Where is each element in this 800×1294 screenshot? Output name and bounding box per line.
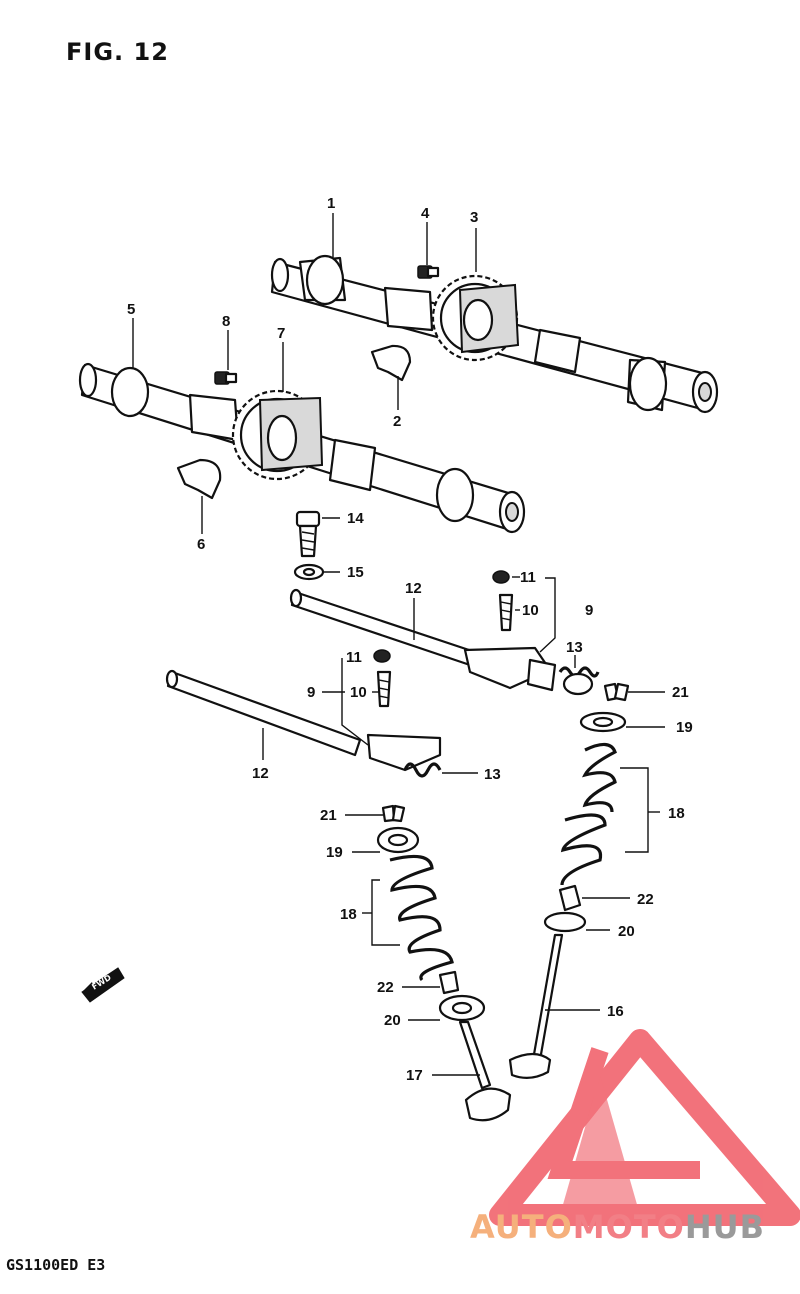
- callout-5: 5: [127, 301, 135, 318]
- figure-title: FIG. 12: [66, 38, 169, 66]
- rocker-shaft-upper: [289, 588, 557, 692]
- spring-13a: [558, 666, 600, 696]
- callout-20-lower: 20: [384, 1012, 401, 1029]
- valve-seal-22b: [438, 970, 460, 995]
- callout-7: 7: [277, 325, 285, 342]
- watermark-moto: MOTO: [572, 1208, 685, 1246]
- callout-12-lower: 12: [252, 765, 269, 782]
- callout-21-lower: 21: [320, 807, 337, 824]
- callout-9-upper: 9: [585, 602, 593, 619]
- callout-12-upper: 12: [405, 580, 422, 597]
- valve-springs-18a: [560, 742, 617, 886]
- callout-22-upper: 22: [637, 891, 654, 908]
- rocker-shaft-lower: [165, 669, 442, 772]
- callout-labels: 1 4 3 2 5 8 7 6 14 15 12 11 10 9 13 21 1…: [127, 195, 693, 1084]
- valve-springs-18b: [389, 854, 454, 982]
- callout-18-lower: 18: [340, 906, 357, 923]
- valve-spring-retainer-19b: [376, 826, 420, 854]
- callout-3: 3: [470, 209, 478, 226]
- watermark-wordmark: AUTOMOTOHUB: [470, 1208, 765, 1246]
- watermark-hub: HUB: [684, 1208, 766, 1246]
- callout-14: 14: [347, 510, 364, 527]
- callout-19-lower: 19: [326, 844, 343, 861]
- bolt-4: [417, 265, 440, 279]
- watermark-auto: AUTO: [470, 1208, 573, 1246]
- cotter-21a: [603, 682, 630, 702]
- callout-11-upper: 11: [520, 569, 536, 586]
- spring-13b: [403, 762, 442, 778]
- callout-9-lower: 9: [307, 684, 315, 701]
- callout-18-upper: 18: [668, 805, 685, 822]
- valve-seal-22a: [558, 884, 582, 912]
- callout-13-upper: 13: [566, 639, 583, 656]
- bolt-8: [214, 371, 238, 385]
- callout-1: 1: [327, 195, 335, 212]
- callout-6: 6: [197, 536, 205, 553]
- valve-16: [508, 933, 564, 1079]
- callout-2: 2: [393, 413, 401, 430]
- callout-8: 8: [222, 313, 230, 330]
- callout-10-upper: 10: [522, 602, 539, 619]
- callout-22-lower: 22: [377, 979, 394, 996]
- valve-spring-retainer-19a: [579, 711, 627, 733]
- callout-11-lower: 11: [346, 649, 362, 666]
- callout-15: 15: [347, 564, 364, 581]
- fwd-arrow-icon: FWD: [81, 967, 125, 1003]
- adjust-screw-10b: [376, 670, 392, 708]
- cam-chain-guide-2: [370, 344, 412, 382]
- callout-17: 17: [406, 1067, 423, 1084]
- callout-19-upper: 19: [676, 719, 693, 736]
- adjust-screw-10a: [498, 593, 514, 632]
- cam-chain-guide-6: [176, 458, 222, 500]
- callout-4: 4: [421, 205, 430, 222]
- callout-20-upper: 20: [618, 923, 635, 940]
- callout-10-lower: 10: [350, 684, 367, 701]
- model-code: GS1100ED E3: [6, 1256, 106, 1274]
- spring-seat-20b: [438, 994, 486, 1022]
- spring-seat-20a: [543, 911, 587, 933]
- adjust-nut-11b: [373, 649, 391, 663]
- sprocket-lower: [231, 389, 324, 481]
- adjust-nut-11a: [492, 570, 510, 584]
- callout-21-upper: 21: [672, 684, 689, 701]
- leader-lines: [132, 213, 665, 1076]
- washer-15: [293, 563, 325, 581]
- callout-16: 16: [607, 1003, 624, 1020]
- valve-17: [458, 1020, 512, 1122]
- sprocket-upper: [431, 274, 520, 362]
- bolt-14: [295, 510, 321, 558]
- watermark-logo: [489, 1029, 800, 1226]
- cotter-21b: [381, 804, 406, 823]
- callout-13-lower: 13: [484, 766, 501, 783]
